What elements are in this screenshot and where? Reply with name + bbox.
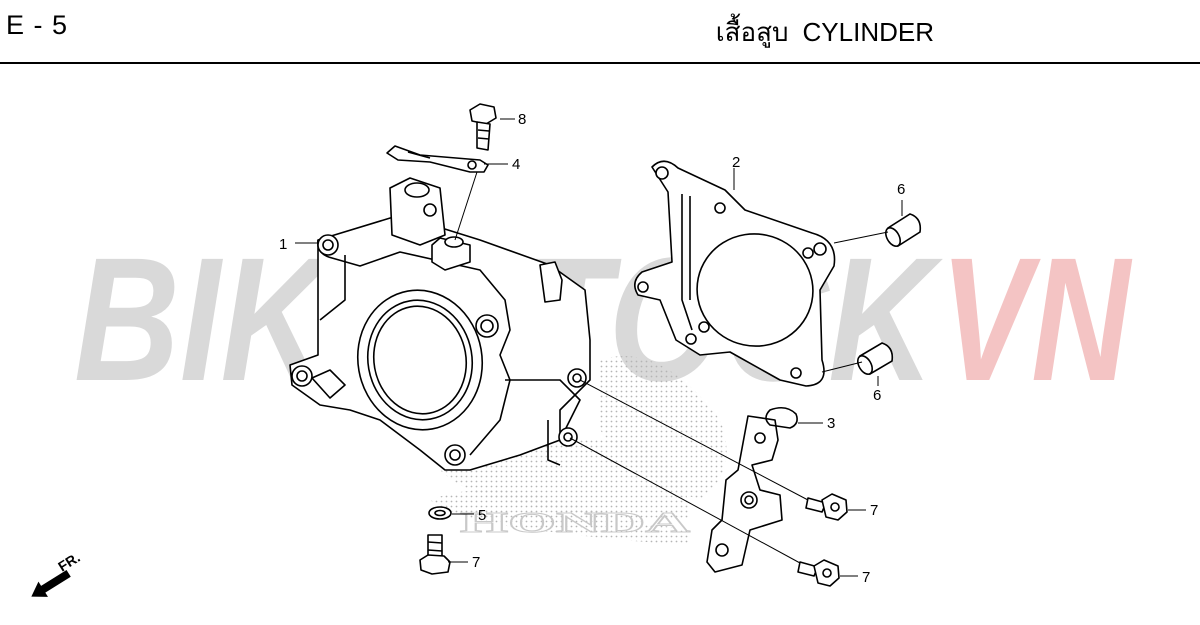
bolt-7-middle (805, 493, 848, 521)
cylinder-gasket (634, 160, 836, 387)
front-arrow-icon (31, 569, 71, 597)
honda-wing-logo: HONDA (430, 356, 727, 545)
callout-1: 1 (279, 236, 287, 253)
callout-5: 5 (478, 507, 486, 524)
callout-7-left: 7 (472, 554, 480, 571)
bolt-8 (469, 103, 497, 151)
bracket-assembly (706, 406, 798, 573)
watermark-text-vn: VN (940, 222, 1133, 418)
callouts: 1 2 3 4 5 6 6 7 7 7 8 (279, 111, 905, 586)
page-title: เสื้อสูบ CYLINDER (702, 12, 934, 53)
front-label: FR. (55, 549, 83, 575)
cam-plate (386, 145, 489, 173)
page-title-thai: เสื้อสูบ (715, 17, 789, 47)
callout-3: 3 (827, 415, 835, 432)
callout-7-lower: 7 (862, 569, 870, 586)
page-code: E - 5 (6, 10, 69, 40)
front-direction-indicator: FR. (31, 549, 83, 597)
honda-wordmark: HONDA (460, 508, 692, 539)
header-divider (0, 62, 1200, 64)
dowel-pin-lower (856, 342, 894, 376)
callout-2: 2 (732, 154, 740, 171)
callout-8: 8 (518, 111, 526, 128)
washer (428, 506, 452, 520)
callout-7-middle: 7 (870, 502, 878, 519)
dowel-pin-upper (884, 213, 922, 248)
bolt-7-lower (797, 559, 840, 587)
callout-6-lower: 6 (873, 387, 881, 404)
callout-6-upper: 6 (897, 181, 905, 198)
page-title-english: CYLINDER (802, 17, 934, 47)
callout-4: 4 (512, 156, 520, 173)
cylinder-block (289, 177, 591, 471)
page-header: E - 5 เสื้อสูบ CYLINDER (0, 0, 1200, 64)
bolt-7-left (419, 534, 451, 575)
leader-lines (295, 118, 903, 577)
